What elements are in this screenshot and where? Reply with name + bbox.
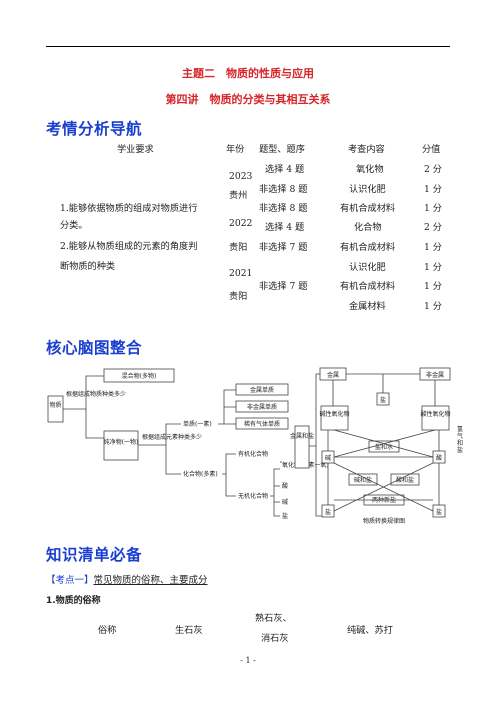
row-type: 非选择 8 题 [259, 203, 308, 214]
classification-tree: 物质 根据组成物质种类多少 混合物(多物) 纯净物(一物) 根据组成元素种类多少… [47, 368, 329, 520]
year-2022-place: 贵阳 [229, 242, 248, 253]
base-box: 碱 [325, 455, 331, 462]
requirement-line-4: 断物质的种类 [60, 261, 116, 272]
row-content: 金属材料 [349, 301, 386, 312]
salt-top-box: 盐 [380, 396, 386, 404]
branch1-label: 根据组成物质种类多少 [66, 390, 126, 398]
branch2-label: 根据组成元素种类多少 [142, 433, 202, 441]
row-score: 1 分 [424, 242, 442, 253]
basic-oxide-box: 碱性氧化物 [319, 410, 349, 418]
acidic-oxide-box: 酸性氧化物 [420, 410, 450, 418]
col-header-score: 分值 [422, 144, 441, 155]
knowledge-point-1: 【考点一】常见物质的俗称、主要成分 [46, 572, 208, 586]
acid-salt-box: 酸和盐 [396, 476, 414, 484]
row-content: 认识化肥 [349, 184, 386, 195]
year-2021: 2021 [229, 268, 253, 279]
inorganic-node: 无机化合物 [238, 492, 268, 500]
salt-bottom-right-box: 盐 [436, 508, 442, 516]
year-2022: 2022 [229, 218, 253, 229]
col-header-content: 考查内容 [348, 144, 385, 155]
hydrogen-salt-label: 氢气和盐 [457, 426, 464, 454]
acid-box: 酸 [436, 454, 442, 462]
transformation-diagram: 金属 非金属 盐 碱性氧化物 酸性氧化物 盐和水 金属和盐 碱 酸 碱和盐 酸和… [290, 367, 451, 525]
rare-gas-node: 稀有气体单质 [244, 420, 280, 428]
salt-water-box: 盐和水 [375, 443, 393, 451]
row-content: 有机合成材料 [340, 281, 396, 292]
subsection-title: 1.物质的俗称 [46, 596, 101, 606]
col-header-year: 年份 [226, 144, 245, 155]
row-score: 2 分 [424, 164, 442, 175]
col-header-type: 题型、题序 [259, 144, 305, 155]
col-header-requirement: 学业要求 [117, 144, 154, 155]
diagram-caption: 物质转换规律图 [363, 517, 405, 525]
header-rule [46, 46, 450, 47]
section-title-analysis: 考情分析导航 [46, 120, 143, 138]
salt-bottom-left-box: 盐 [325, 508, 331, 516]
row-type: 非选择 8 题 [259, 184, 308, 195]
row-type: 非选择 7 题 [259, 242, 308, 253]
base-salt-box: 碱和盐 [354, 476, 372, 484]
simple-node: 单质(一素) [183, 420, 212, 428]
organic-node: 有机化合物 [238, 450, 268, 458]
table-cell-slaked-lime-b: 消石灰 [261, 633, 289, 644]
topic-title: 主题二 物质的性质与应用 [182, 67, 314, 80]
row-score: 1 分 [424, 184, 442, 195]
page-number: - 1 - [240, 656, 256, 665]
compound-node: 化合物(多素) [183, 470, 218, 478]
acid-node: 酸 [282, 482, 288, 490]
row-score: 1 分 [424, 281, 442, 292]
year-2023-place: 贵州 [229, 190, 248, 201]
row-type: 选择 4 题 [265, 164, 305, 175]
row-content: 化合物 [354, 222, 382, 233]
kp-tag: 【考点一】 [46, 575, 94, 586]
year-2023: 2023 [229, 171, 253, 182]
row-score: 2 分 [424, 222, 442, 233]
year-2021-place: 贵阳 [229, 291, 248, 302]
row-score: 1 分 [424, 262, 442, 273]
requirement-line-2: 分类。 [60, 220, 88, 231]
metal-box: 金属 [327, 371, 339, 379]
row-content: 有机合成材料 [340, 242, 396, 253]
table-cell-quicklime: 生石灰 [175, 625, 203, 636]
table-cell-alias: 俗称 [98, 625, 117, 636]
row-type: 非选择 7 题 [259, 281, 308, 292]
root-node: 物质 [49, 401, 61, 409]
row-type: 选择 4 题 [265, 222, 305, 233]
nonmetal-box: 非金属 [426, 371, 444, 379]
mind-map: 物质 根据组成物质种类多少 混合物(多物) 纯净物(一物) 根据组成元素种类多少… [47, 367, 451, 525]
kp-text: 常见物质的俗称、主要成分 [93, 575, 208, 586]
requirement-line-3: 2.能够从物质组成的元素的角度判 [60, 241, 198, 252]
row-score: 1 分 [424, 203, 442, 214]
lecture-title: 第四讲 物质的分类与其相互关系 [165, 93, 331, 106]
row-content: 氧化物 [356, 164, 384, 175]
metal-simple-node: 金属单质 [250, 386, 274, 394]
section-title-mindmap: 核心脑图整合 [46, 339, 143, 357]
metal-salt-box: 金属和盐 [290, 432, 314, 440]
table-cell-slaked-lime-a: 熟石灰、 [255, 613, 292, 624]
mixture-node: 混合物(多物) [122, 372, 157, 380]
row-content: 认识化肥 [349, 262, 386, 273]
row-score: 1 分 [424, 301, 442, 312]
salt-node: 盐 [282, 512, 288, 520]
nonmetal-simple-node: 非金属单质 [247, 403, 277, 411]
table-cell-soda: 纯碱、苏打 [347, 625, 393, 636]
pure-node: 纯净物(一物) [104, 438, 139, 446]
base-node: 碱 [282, 499, 288, 506]
row-content: 有机合成材料 [340, 203, 396, 214]
section-title-knowledge: 知识清单必备 [46, 546, 143, 564]
requirement-line-1: 1.能够依据物质的组成对物质进行 [60, 203, 198, 214]
